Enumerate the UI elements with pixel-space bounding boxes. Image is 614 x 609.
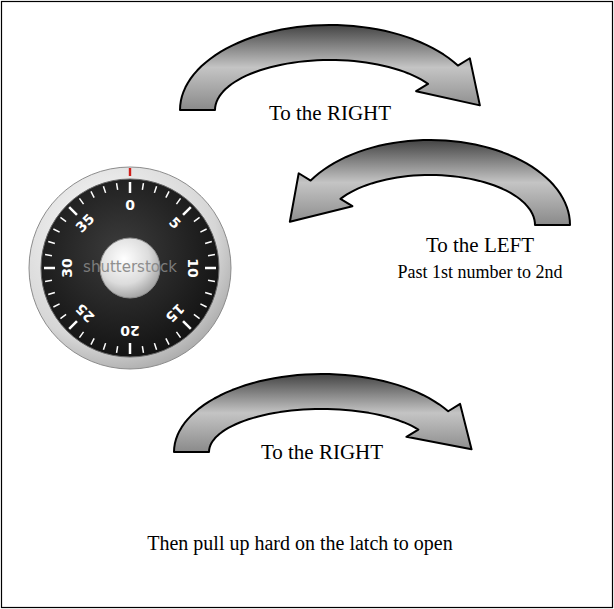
dial-ring	[29, 167, 231, 369]
instruction-text: To the LEFT	[426, 233, 534, 257]
dial-tick	[48, 292, 55, 294]
dial-number: 10	[185, 258, 201, 277]
dial-tick	[103, 186, 105, 193]
dial-tick	[205, 292, 212, 294]
dial-tick	[79, 332, 83, 338]
index-mark	[129, 168, 131, 176]
dial-tick	[208, 255, 215, 256]
dial-tick	[205, 267, 216, 270]
dial-tick	[183, 207, 191, 215]
dial-tick	[176, 198, 180, 204]
dial-tick	[142, 346, 143, 353]
dial-tick	[166, 191, 169, 197]
combination-dial	[29, 167, 231, 369]
dial-tick	[176, 332, 180, 338]
dial-tick	[69, 207, 77, 215]
dial-number: 25	[73, 300, 98, 325]
dial-tick	[117, 183, 118, 190]
dial-tick	[91, 191, 94, 197]
dial-tick	[45, 280, 52, 281]
dial-tick	[194, 314, 200, 318]
dial-tick	[60, 314, 66, 318]
dial-face	[41, 179, 219, 357]
dial-number: 5	[165, 214, 183, 232]
curved-arrow	[180, 25, 480, 110]
dial-tick	[194, 217, 200, 221]
watermark: shutterstock	[83, 259, 177, 276]
dial-tick	[183, 321, 191, 329]
instruction-text: To the RIGHT	[261, 440, 383, 464]
dial-tick	[44, 267, 55, 270]
dial-tick	[154, 186, 156, 193]
dial-tick	[129, 182, 132, 193]
dial-tick	[79, 198, 83, 204]
dial-number: 15	[162, 300, 187, 325]
dial-tick	[200, 229, 206, 232]
dial-tick	[205, 241, 212, 243]
dial-tick	[208, 280, 215, 281]
instruction-text: Past 1st number to 2nd	[398, 262, 563, 283]
dial-number: 20	[120, 323, 139, 339]
dial-tick	[200, 304, 206, 307]
curved-arrow	[290, 140, 570, 225]
dial-tick	[103, 343, 105, 350]
dial-number: 35	[73, 211, 98, 236]
dial-tick	[69, 321, 77, 329]
dial-tick	[129, 343, 132, 354]
dial-tick	[91, 338, 94, 344]
instruction-text: To the RIGHT	[269, 101, 391, 125]
dial-tick	[142, 183, 143, 190]
dial-tick	[60, 217, 66, 221]
dial-tick	[45, 255, 52, 256]
dial-tick	[48, 241, 55, 243]
footer-note: Then pull up hard on the latch to open	[147, 532, 452, 555]
dial-tick	[117, 346, 118, 353]
dial-tick	[53, 229, 59, 232]
dial-number: 30	[59, 258, 75, 277]
dial-number: 0	[125, 197, 135, 213]
dial-tick	[166, 338, 169, 344]
dial-tick	[53, 304, 59, 307]
dial-tick	[154, 343, 156, 350]
